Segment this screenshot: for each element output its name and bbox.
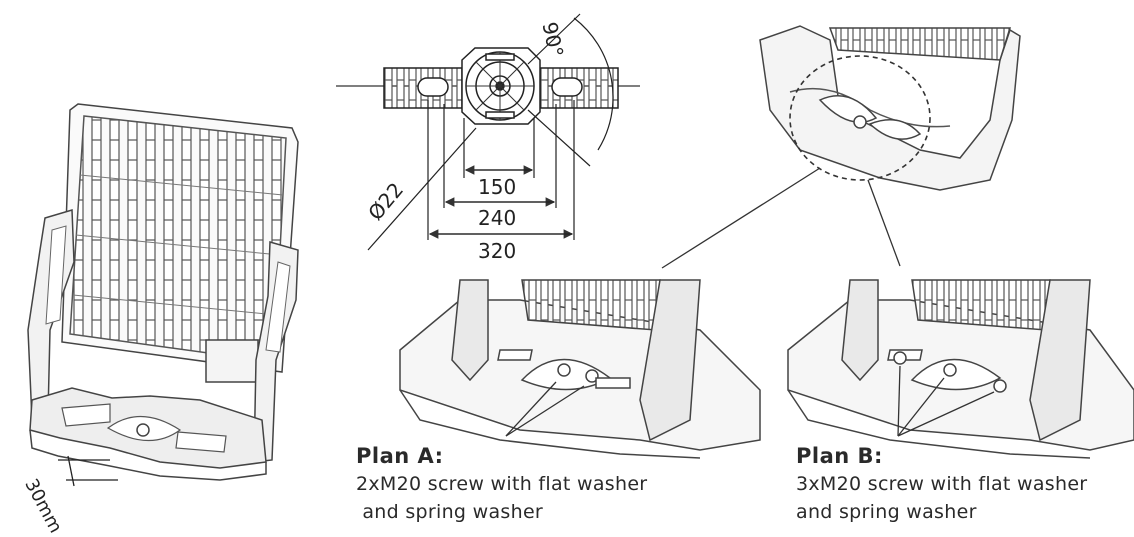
plan-a-drawing [399,279,761,459]
bracket-detail-view [759,25,1021,191]
floodlight-drawing [27,103,299,481]
bracket-top-view [336,47,640,125]
plan-a-line1: 2xM20 screw with flat washer [356,473,648,495]
plan-b-drawing [787,279,1134,459]
span-150-label: 150 [478,175,517,199]
span-320-label: 320 [478,239,517,263]
plan-a-title: Plan A: [356,444,444,468]
plan-b-line1: 3xM20 screw with flat washer [796,473,1088,495]
span-240-label: 240 [478,206,517,230]
plan-b-arrows [897,365,995,437]
plan-a-arrows [505,381,585,437]
bracket-gap-dimension [58,455,118,487]
plan-b-line2: and spring washer [796,501,977,523]
plan-a-line2: and spring washer [356,501,544,523]
top-view-dimensions [367,13,614,251]
plan-b-title: Plan B: [796,444,883,468]
detail-leader-lines [661,167,901,269]
